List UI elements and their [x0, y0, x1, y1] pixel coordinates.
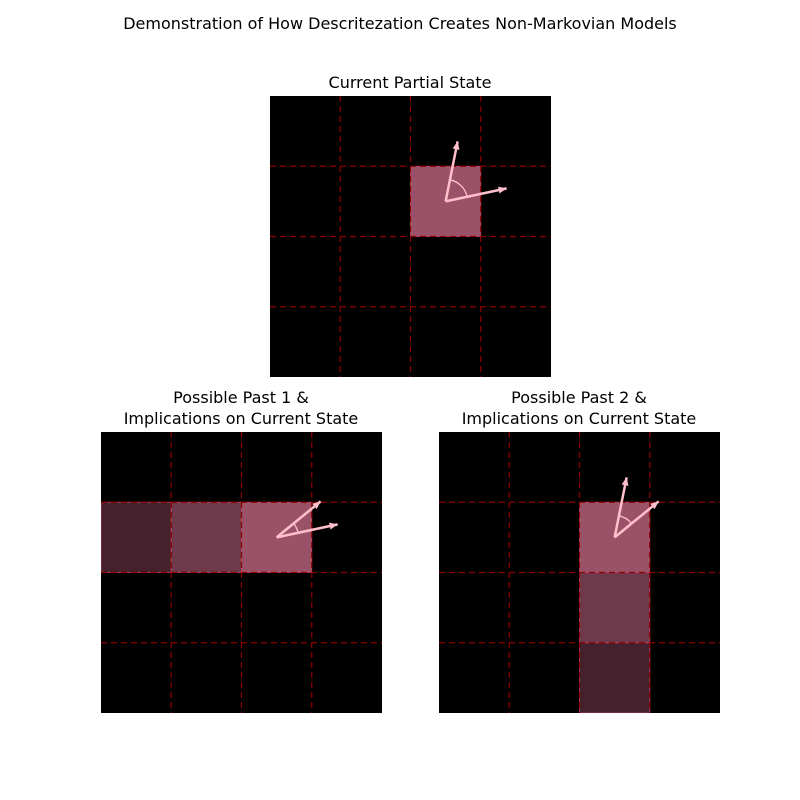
panel-2-grid	[101, 432, 382, 713]
panel-3-grid	[439, 432, 720, 713]
panel-2-title-line2: Implications on Current State	[123, 409, 359, 428]
panel-1-grid	[270, 96, 551, 377]
angle-arc	[293, 523, 299, 533]
cell-older	[579, 572, 651, 644]
angle-arc	[618, 515, 633, 524]
panel-3-title: Possible Past 2 & Implications on Curren…	[379, 387, 779, 429]
panel-1-title: Current Partial State	[210, 72, 610, 93]
panel-3-title-line2: Implications on Current State	[461, 409, 697, 428]
grid-canvas	[270, 96, 551, 377]
heading-arrow-up	[613, 477, 629, 538]
heading-arrow-right	[445, 186, 507, 203]
heading-arrow-diagonal	[275, 500, 322, 539]
panel-2-title: Possible Past 1 & Implications on Curren…	[41, 387, 441, 429]
cell-oldest	[579, 642, 651, 713]
figure-title: Demonstration of How Descritezation Crea…	[123, 14, 677, 33]
cell-oldest	[101, 501, 172, 573]
heading-arrow-up	[444, 141, 460, 202]
angle-arc	[449, 179, 468, 197]
grid-canvas	[101, 432, 382, 713]
panel-2-title-line1: Possible Past 1 &	[173, 388, 309, 407]
cell-older	[170, 501, 242, 573]
panel-1-title-line1: Current Partial State	[328, 73, 492, 92]
heading-arrow-right	[276, 522, 338, 539]
heading-arrow-diagonal	[613, 500, 660, 539]
panel-3-title-line1: Possible Past 2 &	[511, 388, 647, 407]
grid-canvas	[439, 432, 720, 713]
